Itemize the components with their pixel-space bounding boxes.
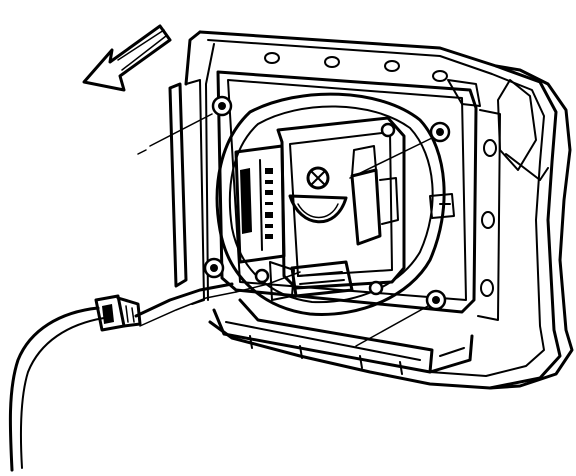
bolt-lower-left: [203, 257, 225, 279]
lumbar-support-assembly: [215, 92, 455, 316]
electrical-connector: [94, 294, 142, 332]
bolt-upper-right: [349, 121, 451, 179]
bolt-upper-left: [137, 95, 233, 155]
direction-arrow: [82, 24, 172, 92]
lumbar-motor: [288, 145, 399, 246]
seat-back-frame: [168, 30, 574, 390]
wiring-harness: [8, 271, 301, 472]
bolt-lower-right: [355, 289, 447, 347]
motor-label-marks: [265, 168, 273, 239]
mounting-bolts: [137, 95, 451, 347]
